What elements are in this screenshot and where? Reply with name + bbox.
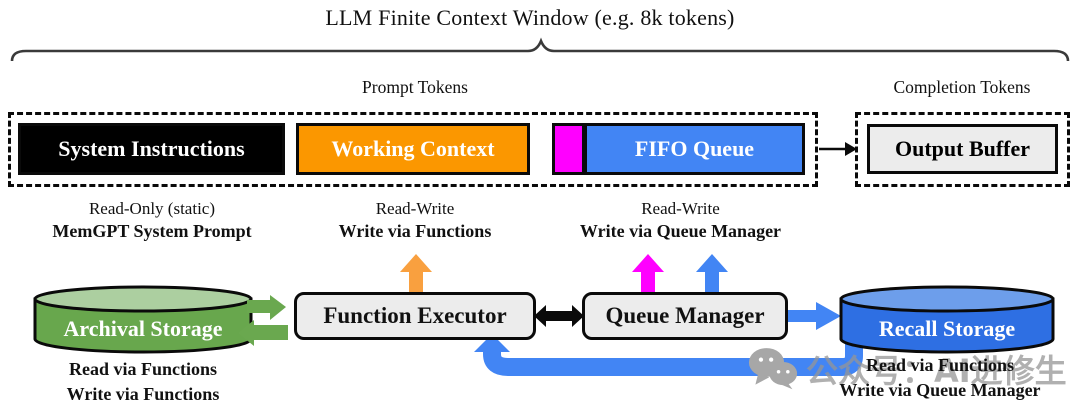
system-instructions-label: System Instructions [58,136,245,161]
working-context-annotation: Read-Write Write via Functions [295,197,535,243]
function-executor-label: Function Executor [323,303,507,328]
archival-caption: Read via Functions Write via Functions [23,357,263,407]
prompt-tokens-label: Prompt Tokens [362,77,468,97]
caption-line: Read via Functions [68,359,218,379]
diagram-title: LLM Finite Context Window (e.g. 8k token… [325,5,735,30]
prompt-tokens-container [8,112,818,187]
working-context-label: Working Context [331,136,495,161]
fifo-queue-label: FIFO Queue [634,136,755,161]
cylinder-shape [33,285,253,354]
function-executor-box: Function Executor [294,292,536,340]
archival-storage-cylinder: Archival Storage [32,284,254,356]
annotation-line: MemGPT System Prompt [52,221,252,241]
completion-tokens-label: Completion Tokens [893,77,1031,97]
queue-manager-label: Queue Manager [605,303,765,328]
caption-line: Write via Queue Manager [839,380,1041,400]
orange-up-arrow [400,254,432,294]
archival-storage-label: Archival Storage [63,316,223,341]
recall-storage-cylinder: Recall Storage [838,284,1056,356]
caption-line: Write via Functions [66,384,220,404]
watermark: 公众号：AI进修生 [748,346,1067,392]
context-window-brace [10,37,1070,62]
annotation-line: Read-Write [641,199,720,218]
caption-line: Read via Functions [865,355,1015,375]
cylinder-shape [839,285,1055,354]
recall-storage-label: Recall Storage [878,316,1016,341]
annotation-line: Write via Queue Manager [579,221,782,241]
wechat-icon [748,348,798,390]
fifo-queue-annotation: Read-Write Write via Queue Manager [558,197,803,243]
archival-executor-arrows [238,295,288,346]
prompt-to-output-arrow [819,142,857,156]
fifo-queue-segment [552,123,585,175]
queue-manager-box: Queue Manager [582,292,788,340]
executor-queue-arrow [534,305,584,327]
recall-to-executor-arrow [474,334,863,376]
annotation-line: Read-Write [375,199,455,218]
system-instructions-annotation: Read-Only (static) MemGPT System Prompt [32,197,272,243]
output-buffer-label: Output Buffer [894,136,1031,161]
fifo-queue-box: FIFO Queue [584,123,805,175]
recall-caption: Read via Functions Write via Queue Manag… [800,353,1080,403]
annotation-line: Read-Only (static) [88,199,216,218]
output-buffer-box: Output Buffer [867,124,1058,174]
queue-to-recall-arrow [788,302,841,330]
blue-up-arrow [696,254,728,294]
magenta-up-arrow [632,254,664,294]
completion-tokens-container [855,112,1070,187]
watermark-text: 公众号：AI进修生 [806,352,1067,390]
system-instructions-box: System Instructions [18,123,285,175]
working-context-box: Working Context [296,123,530,175]
annotation-line: Write via Functions [338,221,492,241]
